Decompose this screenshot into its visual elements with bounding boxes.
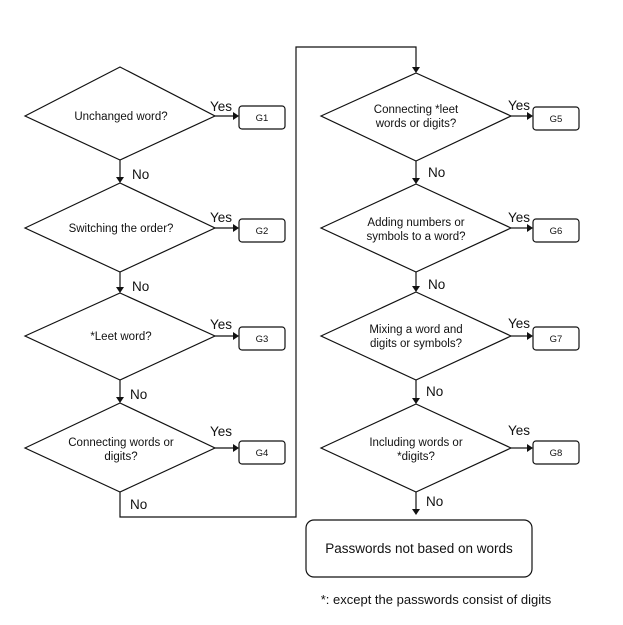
decision-text-including-words-line1: Including words or [369,437,462,449]
group-box-g5 [532,106,580,131]
yes-label-4: Yes [210,424,232,439]
group-box-g2 [238,218,286,243]
group-label-g8: G8 [550,448,563,459]
decision-text-unchanged-word: Unchanged word? [74,111,167,123]
yes-label-3: Yes [210,317,232,332]
decision-text-adding-numbers-line2: symbols to a word? [366,231,465,243]
yes-label-8: Yes [508,423,530,438]
no-label-5: No [428,165,445,180]
group-box-g6 [532,218,580,243]
no-label-1: No [132,167,149,182]
decision-text-connecting-words-line2: digits? [104,451,137,463]
yes-label-6: Yes [508,210,530,225]
group-label-g3: G3 [256,334,269,345]
arrow-head [412,178,420,184]
column-connector-line [119,46,417,518]
arrow-head [527,112,533,120]
decision-diamond-mixing-word [319,291,513,381]
group-label-g7: G7 [550,334,563,345]
arrow-head [116,397,124,403]
arrow-head [233,444,239,452]
arrow-head [527,444,533,452]
no-label-7: No [426,384,443,399]
decision-text-leet-word: *Leet word? [90,331,151,343]
group-label-g1: G1 [256,113,269,124]
yes-label-7: Yes [508,316,530,331]
decision-text-including-words-line2: *digits? [397,451,435,463]
group-label-g6: G6 [550,226,563,237]
decision-text-mixing-word-line1: Mixing a word and [369,324,462,336]
arrow-head [233,332,239,340]
decision-text-mixing-word-line2: digits or symbols? [370,338,462,350]
group-label-g4: G4 [256,448,269,459]
no-label-3: No [130,387,147,402]
group-box-g4 [238,440,286,465]
end-box-text: Passwords not based on words [325,541,513,556]
decision-text-switching-order: Switching the order? [69,223,174,235]
yes-label-1: Yes [210,99,232,114]
arrow-head [412,286,420,292]
decision-diamond-connecting-leet [319,72,513,162]
group-box-g7 [532,326,580,351]
no-label-2: No [132,279,149,294]
group-label-g5: G5 [550,114,563,125]
decision-text-adding-numbers-line1: Adding numbers or [367,217,464,229]
yes-label-5: Yes [508,98,530,113]
end-box [305,519,533,578]
decision-text-connecting-words-line1: Connecting words or [68,437,174,449]
no-label-6: No [428,277,445,292]
no-label-8: No [426,494,443,509]
decision-text-connecting-leet-line1: Connecting *leet [374,104,459,116]
group-box-g1 [238,105,286,130]
arrow-head [233,112,239,120]
arrow-head [412,67,420,73]
no-label-4: No [130,497,147,512]
group-label-g2: G2 [256,226,269,237]
arrow-head [412,398,420,404]
arrow-head [116,177,124,183]
arrow-head [412,509,420,515]
arrow-head [527,224,533,232]
decision-text-connecting-leet-line2: words or digits? [375,118,457,130]
group-box-g8 [532,440,580,465]
group-box-g3 [238,326,286,351]
yes-label-2: Yes [210,210,232,225]
arrow-head [233,224,239,232]
arrow-head [116,287,124,293]
footnote: *: except the passwords consist of digit… [321,592,552,607]
arrow-head [527,332,533,340]
